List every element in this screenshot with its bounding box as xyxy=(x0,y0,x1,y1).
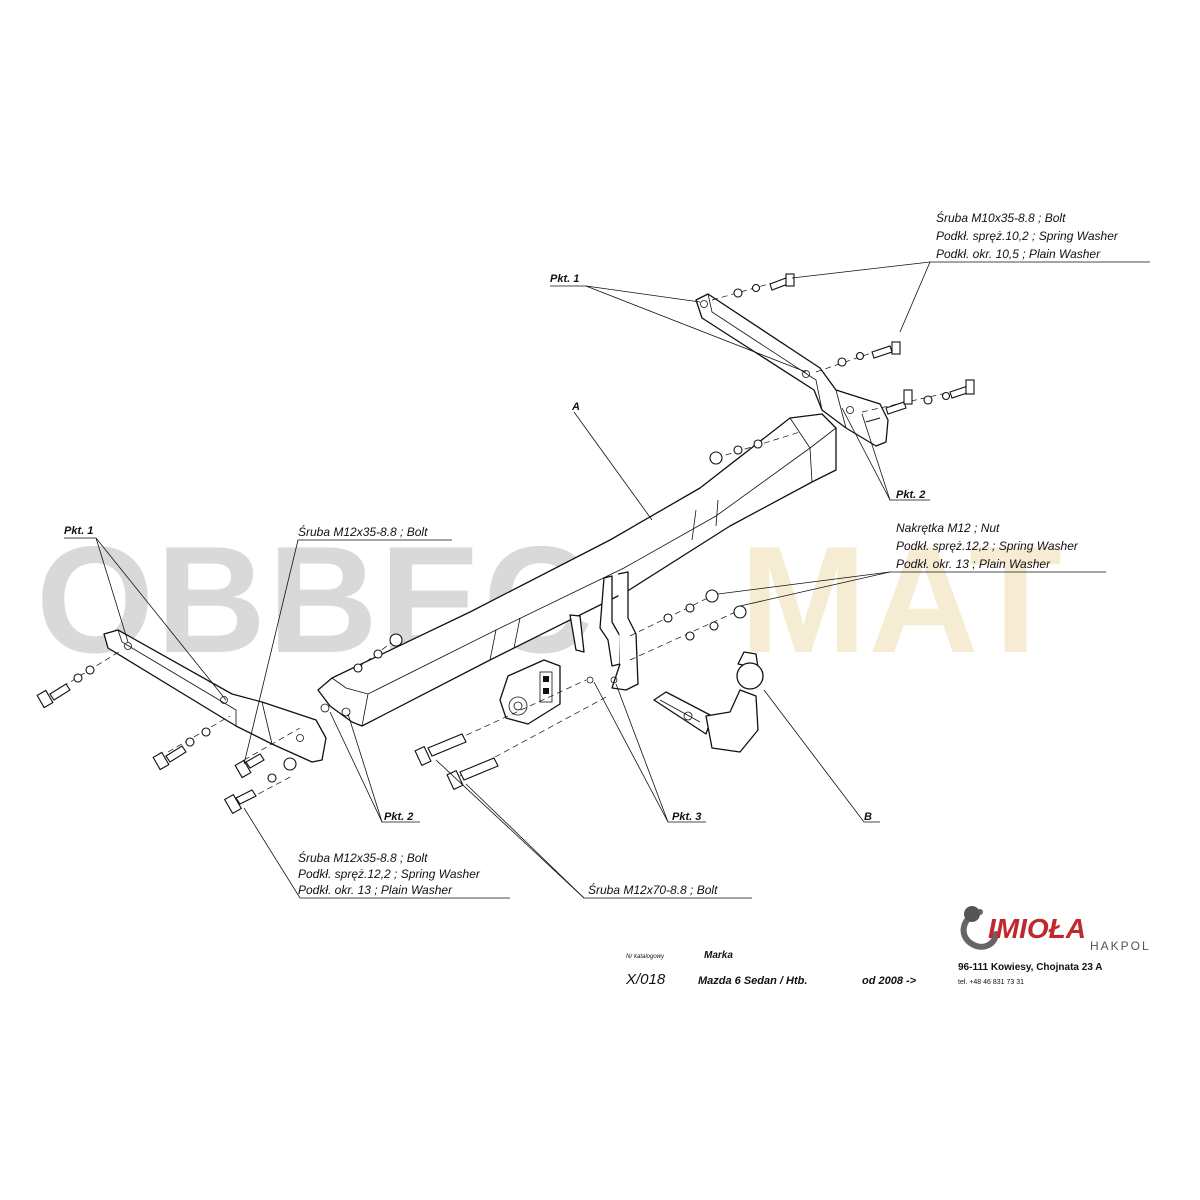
callout-top-right-line-1: Śruba M10x35-8.8 ; Bolt xyxy=(936,210,1066,225)
pkt2-right-label: Pkt. 2 xyxy=(896,489,925,501)
catalog-model: Mazda 6 Sedan / Htb. xyxy=(698,975,807,987)
brand-logo: IMIOŁA HAKPOL 96-111 Kowiesy, Chojnata 2… xyxy=(958,906,1151,986)
center-bracket xyxy=(586,571,639,691)
catalog-marka-label: Marka xyxy=(704,950,733,961)
brand-address: 96-111 Kowiesy, Chojnata 23 A xyxy=(958,962,1103,973)
watermark-right-text: MAT xyxy=(740,515,1064,685)
callout-mid-right: Nakrętka M12 ; Nut Podkł. spręż.12,2 ; S… xyxy=(896,521,1079,571)
tow-ball-b xyxy=(653,651,764,753)
part-b-label: B xyxy=(864,811,872,823)
callout-bottom-left-line-3: Podkł. okr. 13 ; Plain Washer xyxy=(298,883,453,897)
pkt1-left-label: Pkt. 1 xyxy=(64,525,93,537)
part-a-label: A xyxy=(571,401,580,413)
main-beam-a xyxy=(317,413,837,727)
bracket-top-right xyxy=(695,293,889,447)
callout-top-right: Śruba M10x35-8.8 ; Bolt Podkł. spręż.10,… xyxy=(936,210,1119,261)
socket-plate xyxy=(499,659,561,725)
tow-hook-logo-icon xyxy=(960,906,999,950)
catalog-nr-label: Nr katalogowy xyxy=(626,954,665,960)
hardware-left xyxy=(36,633,403,815)
callout-mid-right-line-2: Podkł. spręż.12,2 ; Spring Washer xyxy=(896,539,1079,553)
hardware-bottom-center xyxy=(414,679,609,791)
callout-bottom-left-line-2: Podkł. spręż.12,2 ; Spring Washer xyxy=(298,867,481,881)
pkt1-top-label: Pkt. 1 xyxy=(550,273,579,285)
callout-top-right-line-3: Podkł. okr. 10,5 ; Plain Washer xyxy=(936,247,1101,261)
callout-bottom-center-line-1: Śruba M12x70-8.8 ; Bolt xyxy=(588,882,718,897)
brand-phone: tel. +48 46 831 73 31 xyxy=(958,979,1024,986)
callout-top-right-line-2: Podkł. spręż.10,2 ; Spring Washer xyxy=(936,229,1119,243)
catalog-year: od 2008 -> xyxy=(862,975,917,987)
pkt3-label: Pkt. 3 xyxy=(672,811,701,823)
leader-lines xyxy=(64,261,1150,899)
callout-mid-right-line-1: Nakrętka M12 ; Nut xyxy=(896,521,1000,535)
callout-mid-right-line-3: Podkł. okr. 13 ; Plain Washer xyxy=(896,557,1051,571)
callout-mid-left: Śruba M12x35-8.8 ; Bolt xyxy=(298,524,428,539)
catalog-block: Nr katalogowy Marka X/018 Mazda 6 Sedan … xyxy=(625,950,917,988)
point-labels: Pkt. 1 Pkt. 1 Pkt. 2 Pkt. 2 Pkt. 3 A B xyxy=(64,273,925,823)
brand-name: IMIOŁA xyxy=(988,913,1086,944)
callout-bottom-center: Śruba M12x70-8.8 ; Bolt xyxy=(588,882,718,897)
brand-sub: HAKPOL xyxy=(1090,939,1151,953)
callout-bottom-left-line-1: Śruba M12x35-8.8 ; Bolt xyxy=(298,850,428,865)
callout-bottom-left: Śruba M12x35-8.8 ; Bolt Podkł. spręż.12,… xyxy=(298,850,481,897)
pkt2-left-label: Pkt. 2 xyxy=(384,811,413,823)
hardware-top-right xyxy=(709,273,975,465)
hardware-center-right xyxy=(629,589,747,661)
catalog-code: X/018 xyxy=(625,971,666,988)
callout-mid-left-line-1: Śruba M12x35-8.8 ; Bolt xyxy=(298,524,428,539)
